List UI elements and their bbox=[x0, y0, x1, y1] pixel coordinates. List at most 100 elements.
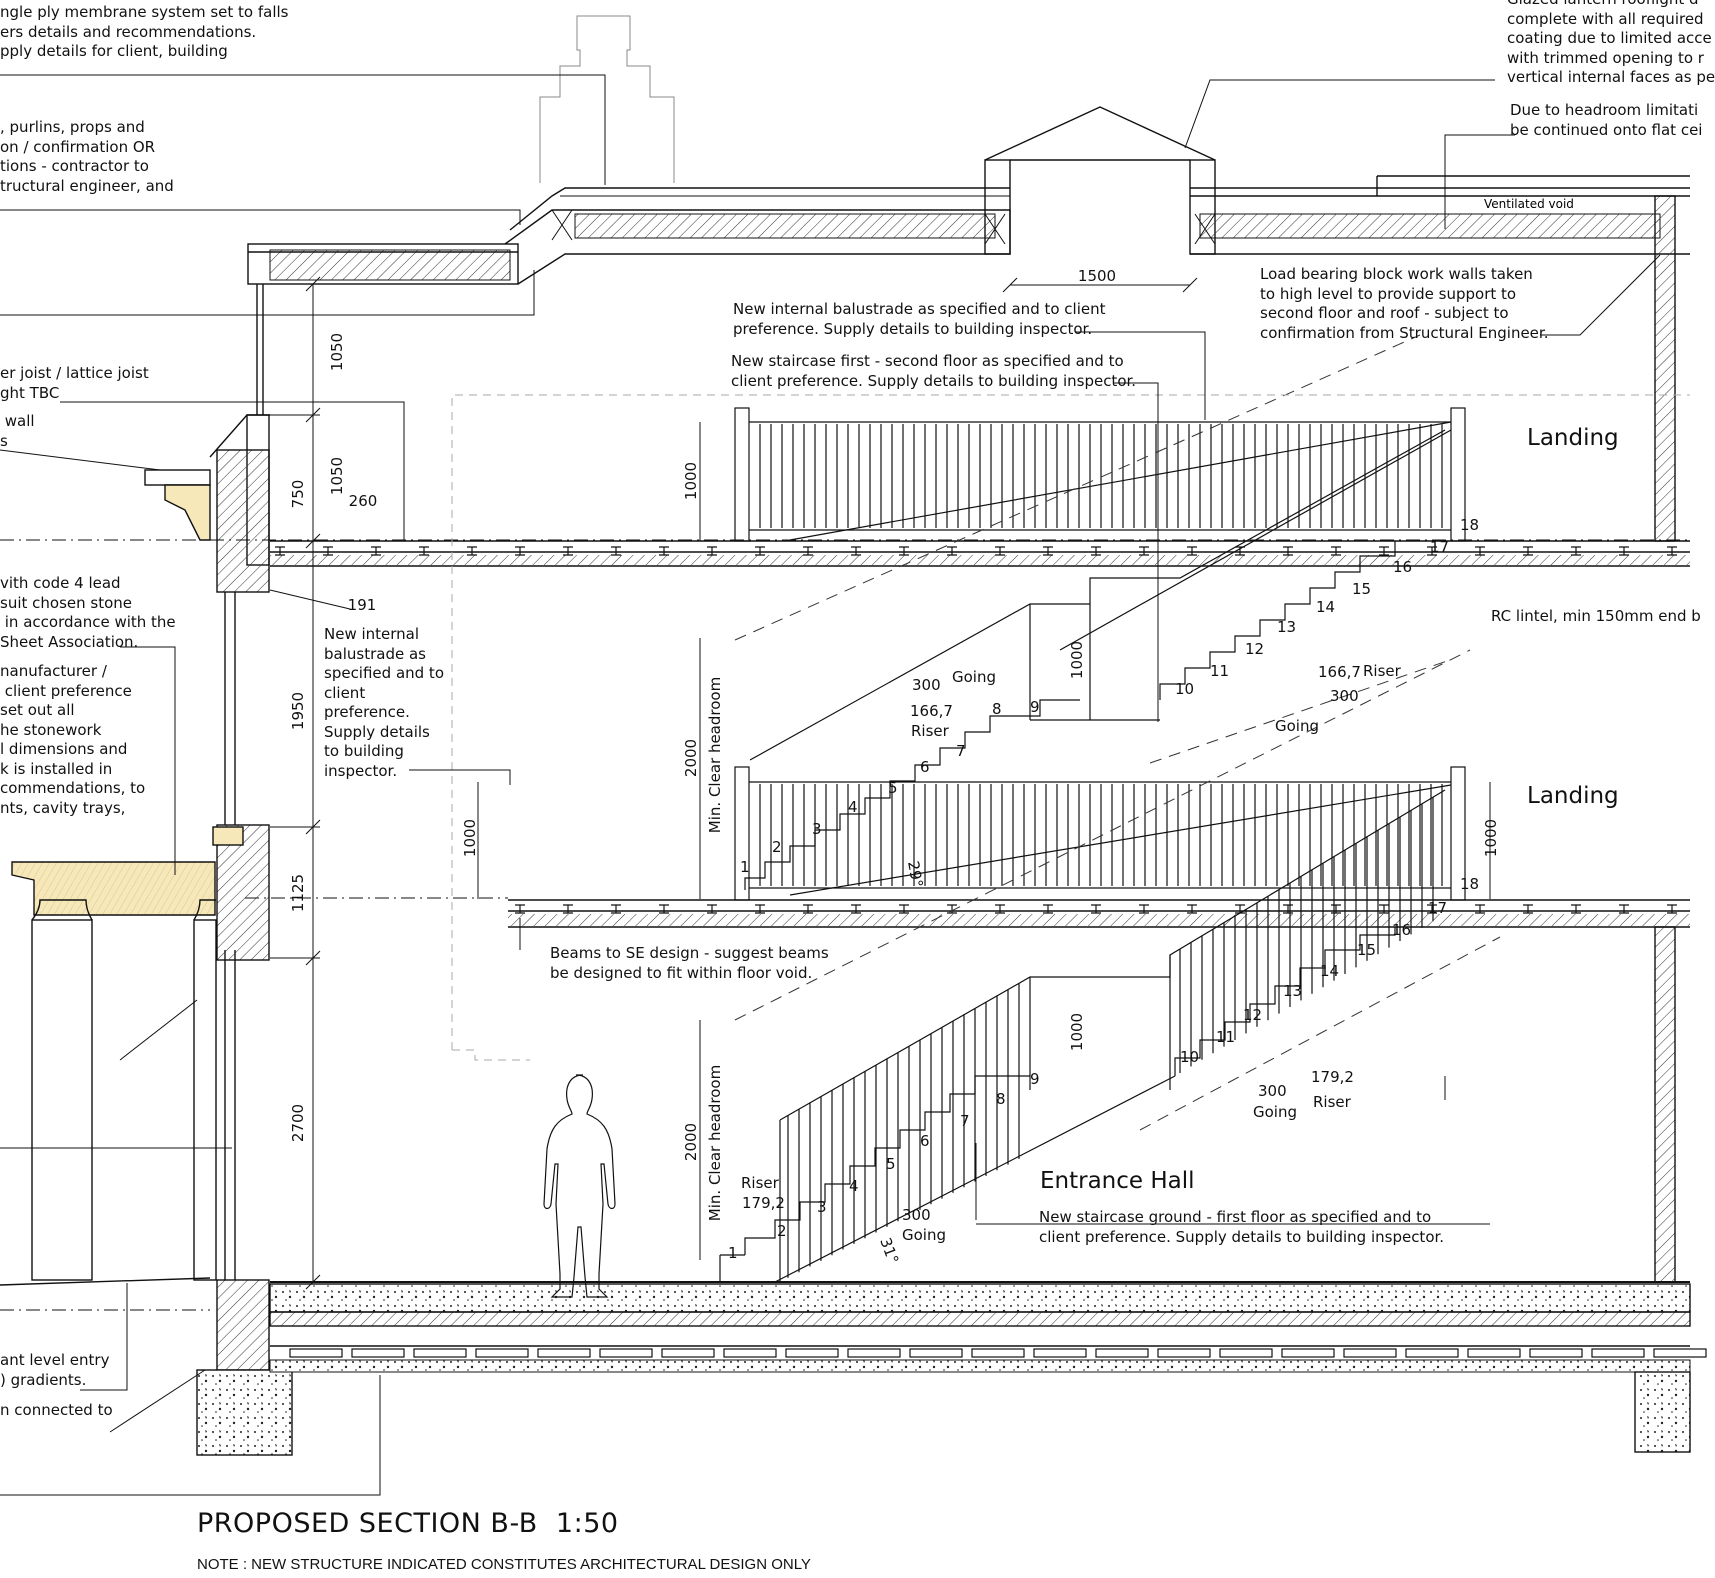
ventilated-void-label: Ventilated void bbox=[1484, 197, 1574, 211]
dim-1950: 1950 bbox=[289, 692, 307, 730]
upper-riser-a: 166,7 bbox=[910, 702, 953, 720]
step-number: 5 bbox=[888, 779, 898, 797]
step-number: 11 bbox=[1216, 1028, 1235, 1046]
angle-lower: 31° bbox=[876, 1235, 902, 1266]
lower-going-a: 300 bbox=[902, 1206, 931, 1224]
floors bbox=[210, 195, 1691, 1453]
floor-joist bbox=[1043, 904, 1053, 914]
slab-void bbox=[1343, 1348, 1397, 1358]
floor-joist bbox=[1619, 546, 1629, 556]
slab-void bbox=[599, 1348, 653, 1358]
floor-joist bbox=[1667, 904, 1677, 914]
floor-joist bbox=[899, 904, 909, 914]
step-number: 5 bbox=[886, 1155, 896, 1173]
floor-joist bbox=[947, 904, 957, 914]
step-number: 16 bbox=[1393, 558, 1412, 576]
step-number: 12 bbox=[1243, 1006, 1262, 1024]
floor-joist bbox=[1139, 546, 1149, 556]
floor-joist bbox=[707, 546, 717, 556]
floor-joist bbox=[1427, 904, 1437, 914]
floor-joist bbox=[1475, 546, 1485, 556]
note-membrane: ngle ply membrane system set to falls er… bbox=[0, 3, 289, 60]
dim-1000-upper: 1000 bbox=[682, 462, 700, 500]
headroom-lines bbox=[451, 334, 1690, 1131]
upper-going-b-label: Going bbox=[1275, 717, 1319, 735]
floor-joist bbox=[659, 904, 669, 914]
lower-going-b: 300 bbox=[1258, 1082, 1287, 1100]
front-wall bbox=[0, 284, 293, 1456]
dimension-lines bbox=[269, 276, 1491, 1290]
floor-joist bbox=[1283, 904, 1293, 914]
room-landing-lower: Landing bbox=[1527, 783, 1619, 809]
floor-joist bbox=[1475, 904, 1485, 914]
step-number: 7 bbox=[956, 742, 966, 760]
floor-joist bbox=[947, 546, 957, 556]
note-wall: wall s bbox=[0, 412, 35, 450]
note-beams: Beams to SE design - suggest beams be de… bbox=[550, 944, 829, 982]
note-balustrade-top: New internal balustrade as specified and… bbox=[733, 300, 1106, 338]
dim-1000-stair-lower: 1000 bbox=[1068, 1013, 1086, 1051]
note-manufacturer: nanufacturer / client preference set out… bbox=[0, 662, 146, 817]
room-landing-upper: Landing bbox=[1527, 425, 1619, 451]
floor-joist bbox=[995, 546, 1005, 556]
step-number: 14 bbox=[1316, 598, 1335, 616]
slab-void bbox=[971, 1348, 1025, 1358]
note-rc-lintel: RC lintel, min 150mm end b bbox=[1491, 607, 1701, 625]
floor-joist bbox=[1091, 546, 1101, 556]
upper-riser-b-label: Riser bbox=[1363, 662, 1402, 680]
stairs bbox=[719, 407, 1466, 1283]
floor-joist bbox=[563, 904, 573, 914]
step-number: 13 bbox=[1283, 982, 1302, 1000]
floor-joist bbox=[755, 546, 765, 556]
lower-riser-b: 179,2 bbox=[1311, 1068, 1354, 1086]
dim-1050-b: 1050 bbox=[328, 457, 346, 495]
roof bbox=[247, 15, 1690, 285]
slab-void bbox=[1281, 1348, 1335, 1358]
step-number: 17 bbox=[1430, 538, 1449, 556]
dimension-texts: 1500 1050 1050 750 260 191 1950 1125 270… bbox=[289, 267, 1500, 1266]
lower-going-b-label: Going bbox=[1253, 1103, 1297, 1121]
floor-joists bbox=[275, 546, 1707, 1358]
step-number: 4 bbox=[849, 1177, 859, 1195]
step-number: 7 bbox=[960, 1112, 970, 1130]
floor-joist bbox=[1619, 904, 1629, 914]
lower-going-a-label: Going bbox=[902, 1226, 946, 1244]
slab-void bbox=[847, 1348, 901, 1358]
slab-void bbox=[1033, 1348, 1087, 1358]
floor-joist bbox=[467, 546, 477, 556]
slab-void bbox=[1157, 1348, 1211, 1358]
dim-1125: 1125 bbox=[289, 874, 307, 912]
step-number: 18 bbox=[1460, 516, 1479, 534]
upper-going-b: 300 bbox=[1330, 687, 1359, 705]
step-number: 3 bbox=[812, 820, 822, 838]
slab-void bbox=[661, 1348, 715, 1358]
dim-1000-stair-upper: 1000 bbox=[1068, 641, 1086, 679]
step-number: 10 bbox=[1180, 1048, 1199, 1066]
floor-joist bbox=[803, 546, 813, 556]
floor-joist bbox=[515, 904, 525, 914]
floor-joist bbox=[1331, 546, 1341, 556]
person-silhouette bbox=[543, 1074, 616, 1298]
floor-joist bbox=[1283, 546, 1293, 556]
slab-void bbox=[537, 1348, 591, 1358]
slab-void bbox=[289, 1348, 343, 1358]
note-balustrade-left: New internal balustrade as specified and… bbox=[324, 625, 444, 780]
step-number: 2 bbox=[772, 838, 782, 856]
floor-joist bbox=[1235, 904, 1245, 914]
floor-joist bbox=[899, 546, 909, 556]
step-number: 1 bbox=[728, 1244, 738, 1262]
lower-riser-b-label: Riser bbox=[1313, 1093, 1352, 1111]
dim-191: 191 bbox=[348, 596, 377, 614]
note-glazed-lantern: Glazed lantern rooflight d complete with… bbox=[1507, 0, 1715, 86]
step-number: 18 bbox=[1460, 875, 1479, 893]
slab-void bbox=[475, 1348, 529, 1358]
note-staircase-first-second: New staircase first - second floor as sp… bbox=[731, 352, 1137, 390]
dim-1000-right: 1000 bbox=[1482, 819, 1500, 857]
slab-void bbox=[1653, 1348, 1707, 1358]
step-number: 2 bbox=[777, 1222, 787, 1240]
floor-joist bbox=[1523, 904, 1533, 914]
floor-joist bbox=[1667, 546, 1677, 556]
slab-void bbox=[909, 1348, 963, 1358]
dim-1500: 1500 bbox=[1078, 267, 1116, 285]
floor-joist bbox=[1571, 546, 1581, 556]
